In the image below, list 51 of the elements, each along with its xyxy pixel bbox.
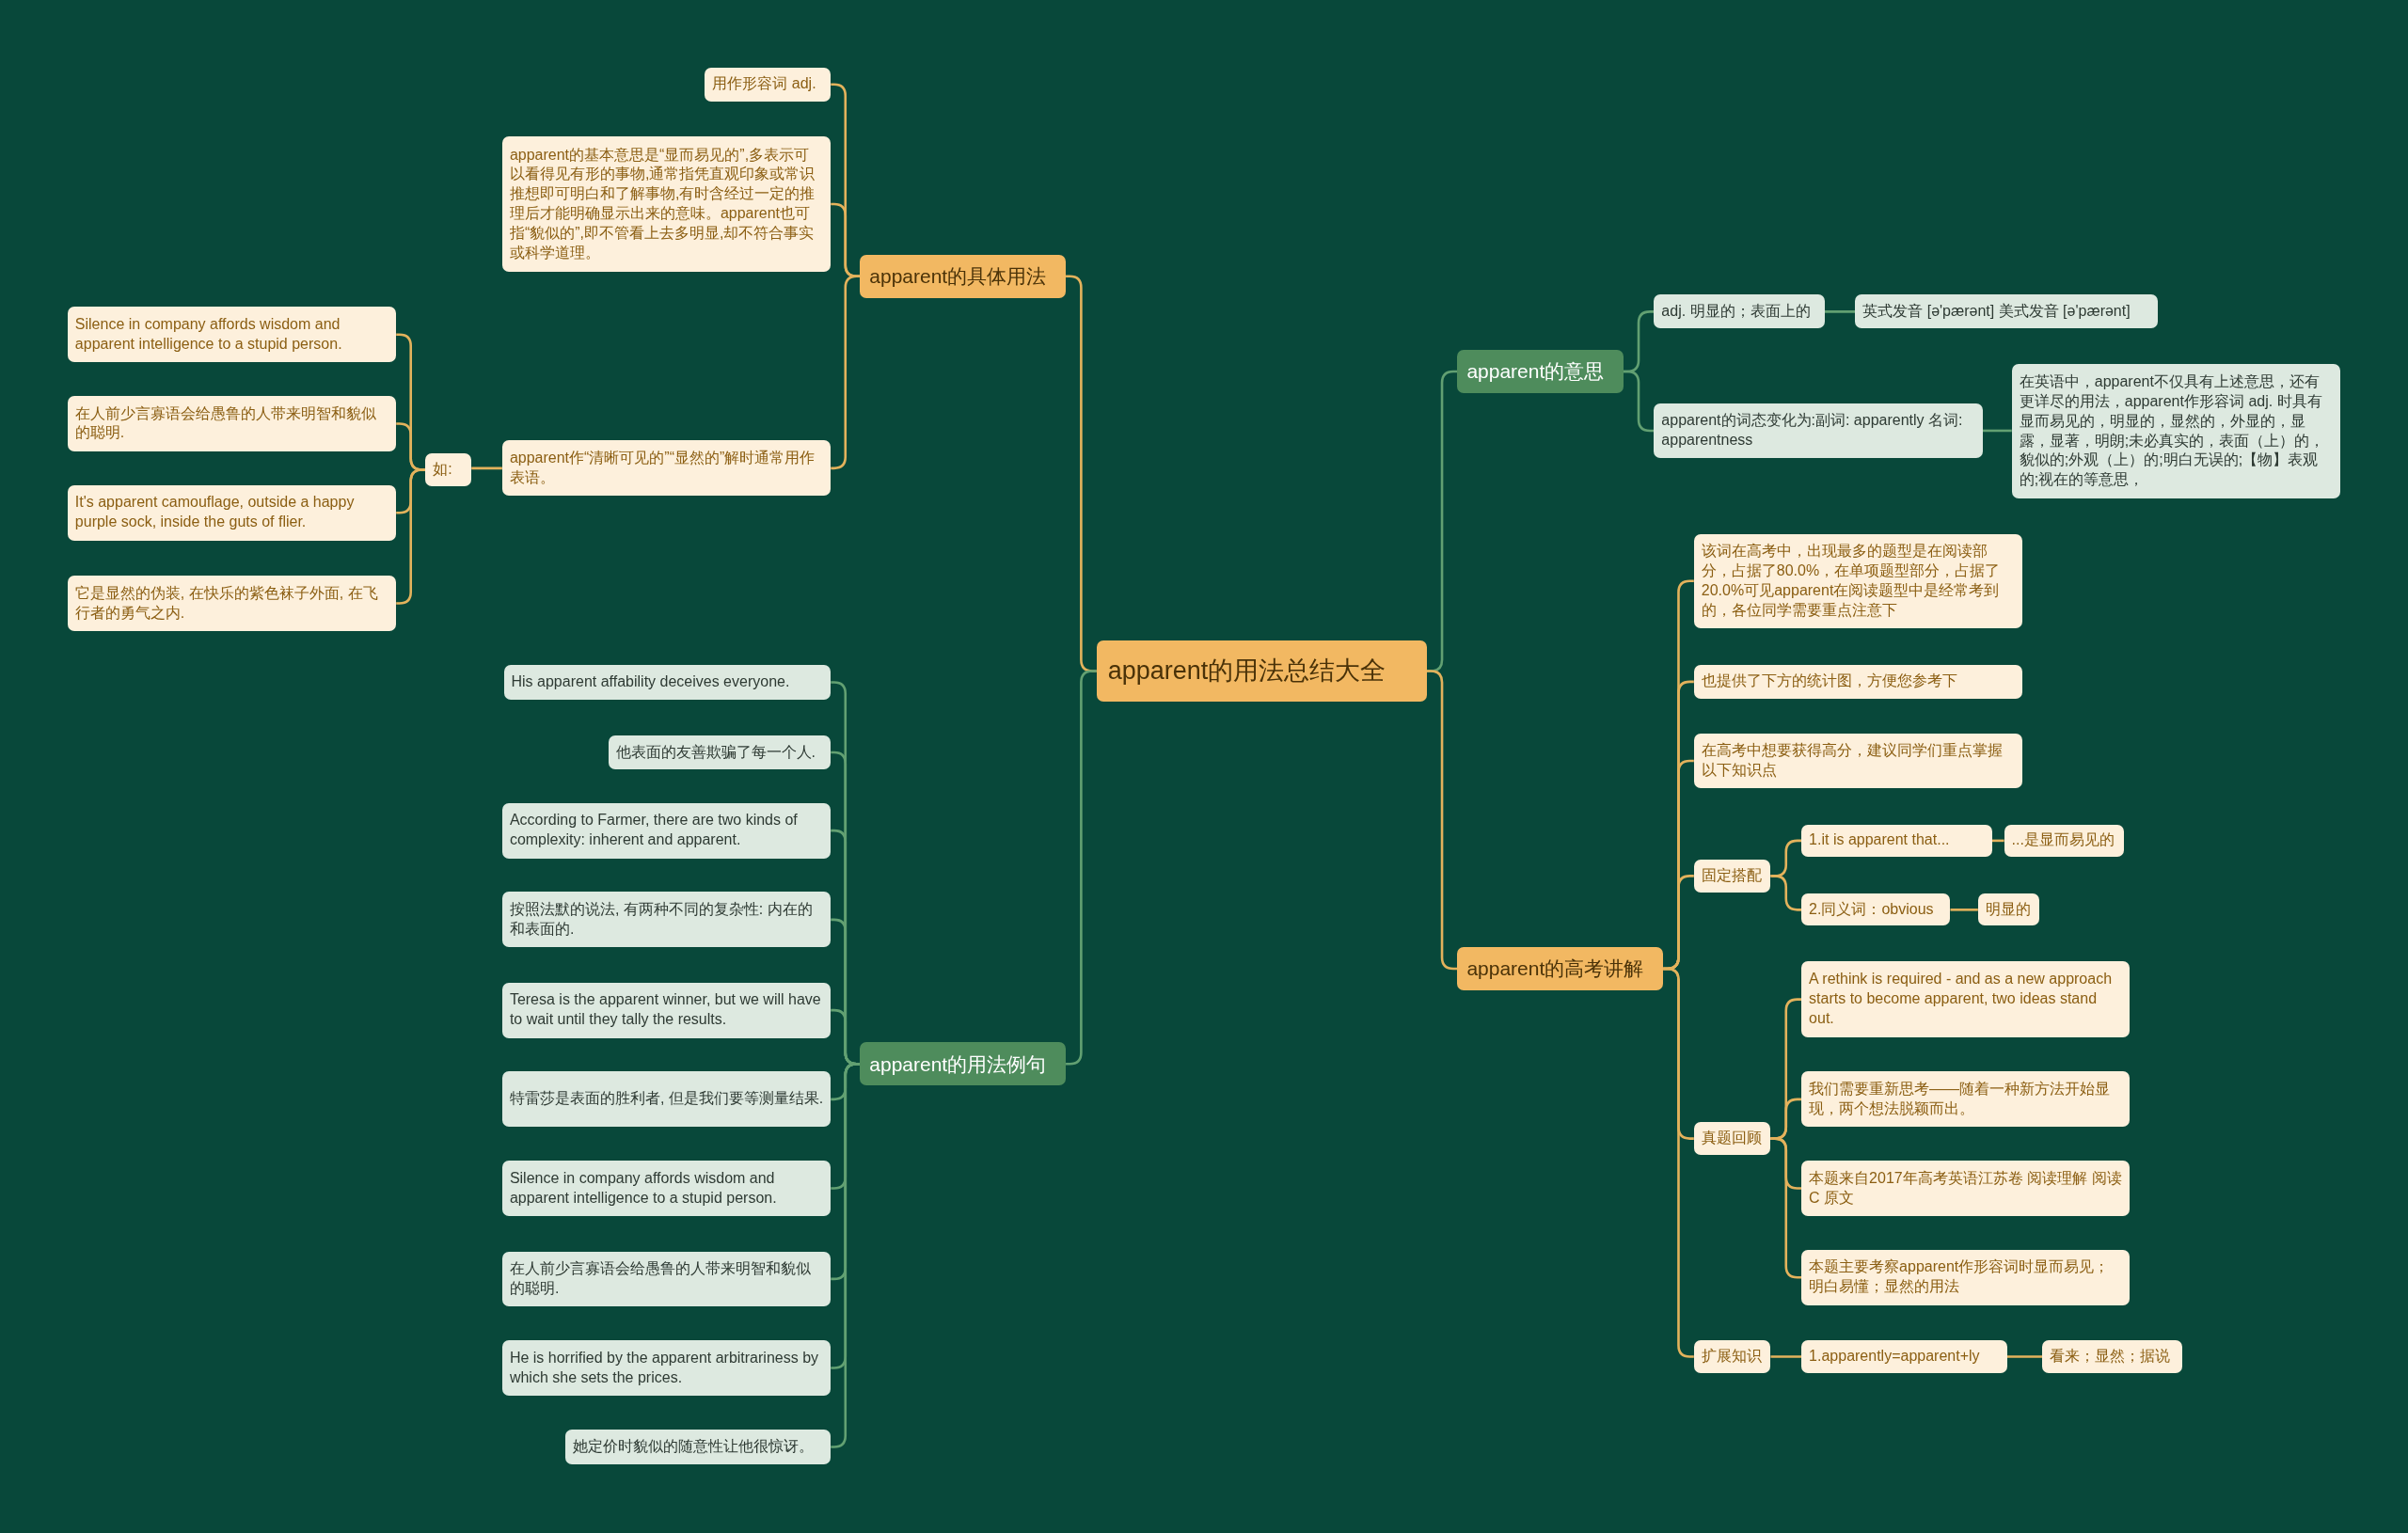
topic-box: 看来；显然；据说 [2042,1340,2182,1373]
topic-box: Silence in company affords wisdom and apparent intelligence to a stupid person. [67,307,397,363]
connector-line [471,466,502,470]
branch-topic-box: apparent的具体用法 [860,254,1067,298]
topic-box: 在英语中，apparent不仅具有上述意思，还有更详尽的用法，apparent作形容词 adj. 时具有显而易见的，明显的，显然的，外显的，显露，显著，明朗;未必真实的，表面（上）的，貌似的;外观（上）的;明白无误的;【物】表观的;视在的等意思， [2011,363,2341,499]
connector-line [1770,875,1802,911]
topic-box: Silence in company affords wisdom and apparent intelligence to a stupid person. [501,1161,832,1216]
branch-topic-box: apparent的高考讲解 [1457,947,1664,990]
topic-box: 该词在高考中，出现最多的题型是在阅读部分，占据了80.0%，在单项题型部分，占据了20.0%可见apparent在阅读题型中是经常考到的，各位同学需要重点注意下 [1693,533,2023,628]
connector-line [1770,1355,1802,1358]
topic-box: 用作形容词 adj. [705,67,832,102]
topic-box: 1.apparently=apparent+ly [1801,1340,2007,1373]
topic-box: apparent作“清晰可见的”“显然的”解时通常用作表语。 [501,440,832,497]
topic-box: He is horrified by the apparent arbitrariness by which she sets the prices. [501,1340,832,1396]
topic-box: 她定价时貌似的随意性让他很惊讶。 [564,1429,832,1465]
topic-box: apparent的词态变化为:副词: apparently 名词: apparentness [1654,403,1983,458]
topic-box: 他表面的友善欺骗了每一个人. [608,735,832,769]
connector-line [1950,909,1978,911]
topic-box: 在高考中想要获得高分，建议同学们重点掌握以下知识点 [1693,734,2023,788]
topic-box: 本题来自2017年高考英语江苏卷 阅读理解 阅读C 原文 [1801,1161,2131,1216]
topic-box: 1.it is apparent that... [1801,824,1992,857]
topic-box: 明显的 [1977,893,2040,926]
topic-box: 2.同义词：obvious [1801,893,1951,926]
topic-box: apparent的基本意思是“显而易见的”,多表示可以看得见有形的事物,通常指凭直观印象或常识推想即可明白和了解事物,有时含经过一定的推理后才能明确显示出来的意味。apparent也可指“貌似的”,即不管看上去多明显,却不符合事实或科学道理。 [501,136,832,272]
topic-box: Teresa is the apparent winner, but we will have to wait until they tally the results. [501,982,832,1038]
topic-box: 固定搭配 [1693,860,1771,893]
branch-topic-box: apparent的用法例句 [860,1042,1067,1086]
topic-box: 如: [425,452,472,487]
topic-box: 本题主要考察apparent作形容词时显而易见；明白易懂；显然的用法 [1801,1249,2131,1305]
topic-box: ...是显而易见的 [2004,824,2124,857]
branch-topic-box: apparent的意思 [1457,350,1624,393]
topic-box: 英式发音 [ə'pærənt] 美式发音 [ə'pærənt] [1855,294,2158,329]
topic-box: adj. 明显的；表面上的 [1654,294,1825,329]
central-topic-box: apparent的用法总结大全 [1096,640,1427,703]
topic-box: 特雷莎是表面的胜利者, 但是我们要等测量结果. [501,1071,832,1128]
connector-line [1824,310,1856,313]
topic-box: A rethink is required - and as a new approach starts to become apparent, two ideas stand out. [1801,960,2131,1038]
topic-box: 也提供了下方的统计图，方便您参考下 [1693,664,2023,699]
topic-box: 在人前少言寡语会给愚鲁的人带来明智和貌似的聪明. [67,396,397,451]
topic-box: According to Farmer, there are two kinds of complexity: inherent and apparent. [501,802,832,859]
connector-line [2006,1355,2043,1358]
connector-line [1982,429,2012,433]
topic-box: 扩展知识 [1693,1340,1771,1373]
topic-box: 真题回顾 [1693,1122,1771,1155]
topic-box: 按照法默的说法, 有两种不同的复杂性: 内在的和表面的. [501,892,832,948]
connector-line [831,1062,861,1448]
topic-box: His apparent affability deceives everyone. [503,664,832,701]
topic-box: 它是显然的伪装, 在快乐的紫色袜子外面, 在飞行者的勇气之内. [67,576,397,631]
topic-box: It's apparent camouflage, outside a happy purple sock, inside the guts of flier. [67,484,397,541]
topic-box: 我们需要重新思考——随着一种新方法开始显现，两个想法脱颖而出。 [1801,1071,2131,1128]
topic-box: 在人前少言寡语会给愚鲁的人带来明智和貌似的聪明. [501,1251,832,1307]
